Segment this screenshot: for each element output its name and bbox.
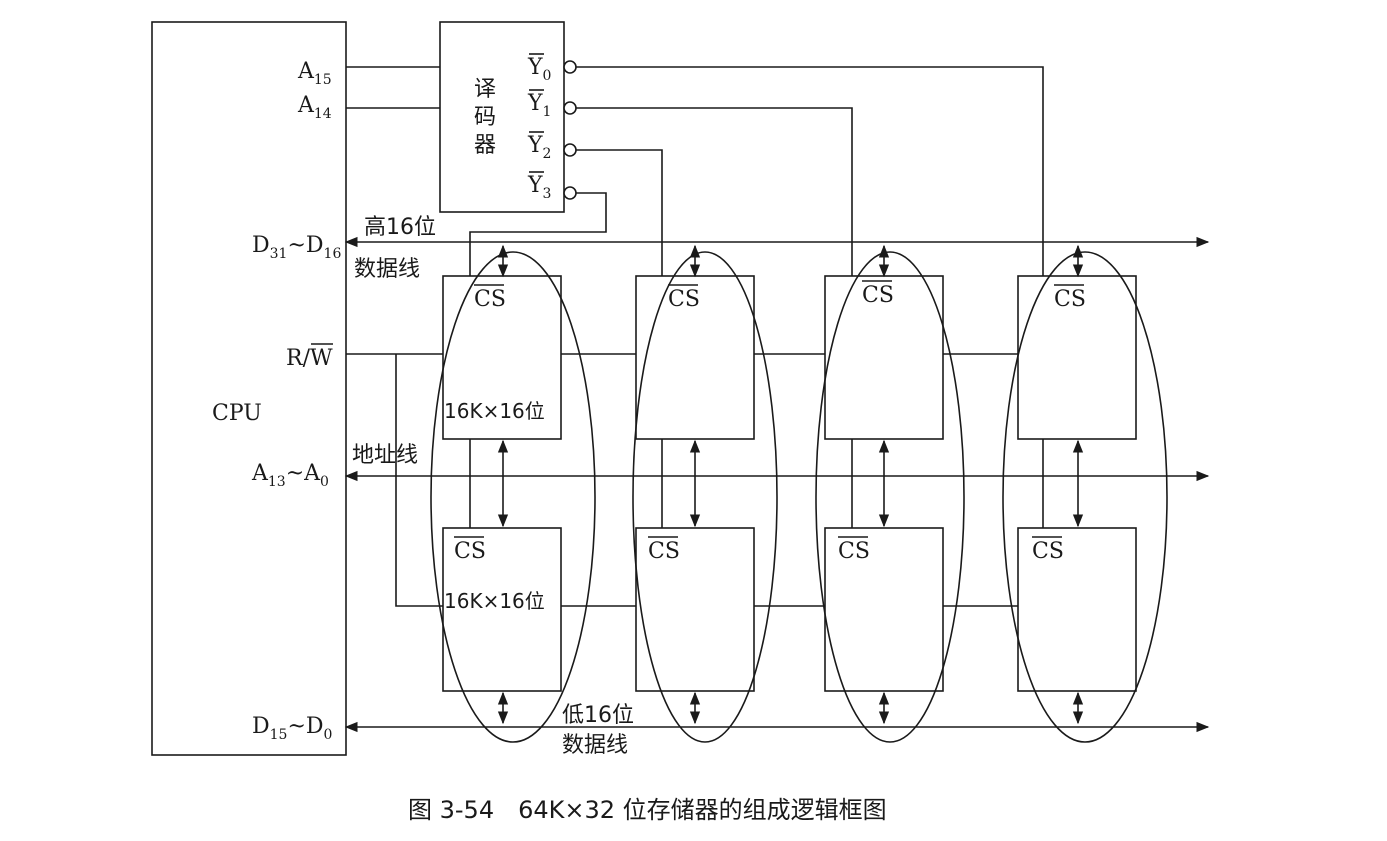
y2-label: Y2 xyxy=(527,133,551,162)
chip-bottom-2 xyxy=(635,527,755,692)
rw-wire-bottom xyxy=(395,354,1018,607)
low-bus-subtitle: 数据线 xyxy=(562,733,628,758)
y0-bubble xyxy=(563,60,577,74)
decoder-label-char-2: 码 xyxy=(474,105,496,130)
chip-top-4-cs: CS xyxy=(1054,287,1086,312)
y3-bubble xyxy=(563,186,577,200)
y1-select-wire xyxy=(576,107,853,276)
column-group-4 xyxy=(1002,251,1168,743)
chip-top-2-cs: CS xyxy=(668,287,700,312)
address-bus-label: 地址线 xyxy=(352,443,418,468)
y0-select-wire xyxy=(576,66,1044,276)
rw-label: R/W xyxy=(286,346,333,371)
d15-d0-label: D15~D0 xyxy=(252,714,332,743)
d31-d16-label: D31~D16 xyxy=(252,233,341,262)
chip-bottom-1-cs: CS xyxy=(454,539,486,564)
chip-bottom-1 xyxy=(442,527,562,692)
cpu-block xyxy=(151,21,347,756)
chip-top-2 xyxy=(635,275,755,440)
column-group-3 xyxy=(815,251,965,743)
a13-a0-label: A13~A0 xyxy=(251,461,329,490)
column-group-2 xyxy=(632,251,778,743)
chip-bottom-3-cs: CS xyxy=(838,539,870,564)
chip-bottom-4-cs: CS xyxy=(1032,539,1064,564)
chip-top-3-cs: CS xyxy=(862,283,894,308)
y1-bubble xyxy=(563,101,577,115)
chip-bottom-1-capacity: 16K×16位 xyxy=(444,589,545,613)
chip-top-1-capacity: 16K×16位 xyxy=(444,399,545,423)
high-bus-subtitle: 数据线 xyxy=(354,257,420,282)
decoder-label-char-3: 器 xyxy=(474,133,496,158)
y0-label: Y0 xyxy=(527,55,551,84)
y2-bubble xyxy=(563,143,577,157)
chip-bottom-3 xyxy=(824,527,944,692)
chip-bottom-4 xyxy=(1017,527,1137,692)
chip-bottom-2-cs: CS xyxy=(648,539,680,564)
a14-label: A14 xyxy=(297,93,332,122)
y3-label: Y3 xyxy=(527,173,551,202)
a15-label: A15 xyxy=(297,59,332,88)
cpu-label: CPU xyxy=(212,401,262,426)
y1-label: Y1 xyxy=(527,91,551,120)
chip-top-1-cs: CS xyxy=(474,287,506,312)
decoder-label-char-1: 译 xyxy=(474,77,496,102)
column-group-1 xyxy=(430,251,596,743)
low-bus-title: 低16位 xyxy=(562,703,634,728)
y2-select-wire xyxy=(576,149,663,276)
figure-caption: 图 3-54 64K×32 位存储器的组成逻辑框图 xyxy=(408,796,887,824)
high-bus-title: 高16位 xyxy=(364,215,436,240)
